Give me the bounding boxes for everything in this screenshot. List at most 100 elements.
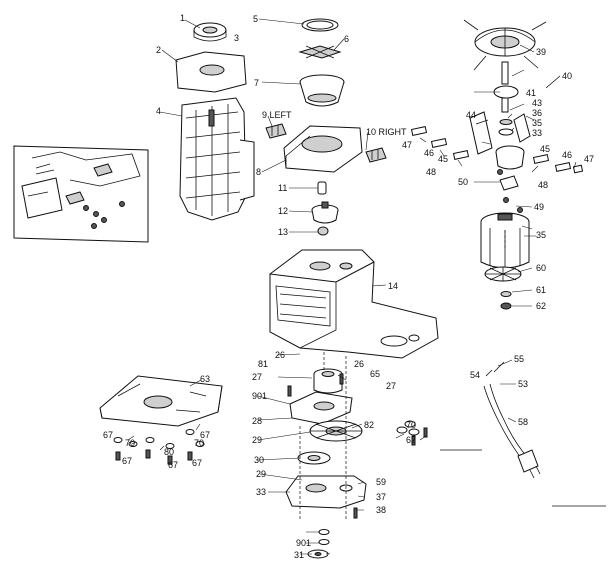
callout-60: 63 bbox=[200, 374, 210, 384]
callout-26a: 26 bbox=[275, 350, 285, 360]
callout-27a: 27 bbox=[252, 372, 262, 382]
callout-labels: 1 2 3 4 5 6 7 9 LEFT 10 RIGHT 8 11 12 13… bbox=[103, 13, 594, 560]
callout-54: 55 bbox=[514, 354, 524, 364]
callout-70: 81 bbox=[258, 359, 268, 369]
callout-64b: 70 bbox=[194, 438, 204, 448]
detail-inset bbox=[13, 145, 149, 243]
callout-63c: 67 bbox=[122, 456, 132, 466]
fan-hub bbox=[463, 19, 547, 71]
rotor-shaft bbox=[493, 61, 519, 113]
callout-14: 14 bbox=[388, 281, 398, 291]
motor-base-housing bbox=[269, 249, 439, 359]
callout-46b: 46 bbox=[562, 150, 572, 160]
callout-39a: 39 bbox=[536, 47, 546, 57]
callout-63a: 67 bbox=[103, 430, 113, 440]
callout-64c: 70 bbox=[406, 420, 416, 430]
nut bbox=[317, 226, 329, 236]
right-bracket bbox=[365, 147, 387, 163]
callout-45b: 45 bbox=[540, 144, 550, 154]
small-screws bbox=[497, 169, 523, 213]
brush-left-3 bbox=[452, 150, 470, 160]
callout-44: 44 bbox=[466, 110, 476, 120]
callout-37: 37 bbox=[376, 492, 386, 502]
callout-64a: 70 bbox=[125, 438, 135, 448]
coupler bbox=[311, 201, 339, 224]
callout-5: 5 bbox=[253, 14, 258, 24]
callout-40: 40 bbox=[562, 71, 572, 81]
callout-33: 33 bbox=[256, 487, 266, 497]
callout-80: 901 bbox=[296, 538, 311, 548]
brush-holder bbox=[495, 113, 531, 170]
callout-67: 80 bbox=[164, 447, 174, 457]
callout-35a: 35 bbox=[532, 118, 542, 128]
jar-lid bbox=[175, 51, 247, 93]
callout-55: 59 bbox=[376, 477, 386, 487]
base-plate bbox=[99, 375, 223, 427]
callout-52: 53 bbox=[518, 379, 528, 389]
callout-6: 6 bbox=[344, 34, 349, 44]
callout-43: 43 bbox=[532, 98, 542, 108]
brush-right-3 bbox=[572, 164, 584, 174]
jar-base-collar bbox=[283, 125, 363, 173]
cutting-blade bbox=[298, 45, 342, 59]
callout-48b: 48 bbox=[538, 180, 548, 190]
callout-7: 7 bbox=[254, 78, 259, 88]
callout-72: 82 bbox=[364, 420, 374, 430]
callout-29a: 29 bbox=[252, 435, 262, 445]
callout-81: 901 bbox=[252, 391, 267, 401]
brush-right-1 bbox=[532, 154, 550, 164]
callout-30: 30 bbox=[254, 455, 264, 465]
callout-45a: 45 bbox=[438, 154, 448, 164]
gasket-ring bbox=[301, 18, 339, 32]
callout-57: 60 bbox=[536, 263, 546, 273]
brush-left-1 bbox=[410, 126, 428, 136]
callout-46a: 46 bbox=[424, 148, 434, 158]
blade-container bbox=[299, 74, 345, 107]
base-plate-feet bbox=[113, 429, 205, 465]
callout-3: 3 bbox=[234, 33, 239, 43]
power-cord bbox=[483, 361, 541, 479]
callout-49: 49 bbox=[534, 202, 544, 212]
callout-29b: 29 bbox=[256, 469, 266, 479]
callout-63b: 67 bbox=[200, 430, 210, 440]
callout-61: 65 bbox=[370, 369, 380, 379]
fan-washer bbox=[500, 291, 512, 297]
stand-off-screws bbox=[287, 373, 358, 519]
callout-12: 12 bbox=[278, 206, 288, 216]
callout-58: 61 bbox=[536, 285, 546, 295]
cooling-fan bbox=[484, 266, 522, 282]
callout-26b: 26 bbox=[354, 359, 364, 369]
callout-63e: 67 bbox=[192, 458, 202, 468]
blender-jar bbox=[179, 97, 255, 221]
left-bracket bbox=[265, 123, 287, 139]
callout-47b: 47 bbox=[584, 154, 594, 164]
bushing bbox=[317, 181, 327, 195]
callout-31: 31 bbox=[294, 550, 304, 560]
callout-27b: 27 bbox=[386, 381, 396, 391]
callout-8: 8 bbox=[256, 167, 261, 177]
brush-assembly-left bbox=[469, 111, 493, 155]
callout-38: 38 bbox=[376, 505, 386, 515]
callout-47a: 47 bbox=[402, 140, 412, 150]
brush-left-2 bbox=[430, 138, 448, 148]
jar-lid-cap bbox=[193, 22, 227, 42]
callout-41: 41 bbox=[526, 88, 536, 98]
callout-34: 33 bbox=[532, 128, 542, 138]
bearing-plate bbox=[285, 475, 367, 509]
callout-63f: 67 bbox=[406, 435, 416, 445]
callout-50: 50 bbox=[458, 177, 468, 187]
callout-13: 13 bbox=[278, 227, 288, 237]
callout-1: 1 bbox=[180, 13, 185, 23]
mounting-bracket bbox=[289, 391, 353, 425]
fan-nut bbox=[500, 302, 512, 310]
callout-28: 28 bbox=[252, 416, 262, 426]
assembly-guide-lines bbox=[299, 230, 506, 520]
callout-35b: 35 bbox=[536, 230, 546, 240]
brush-right-2 bbox=[554, 162, 572, 172]
leader-lines bbox=[127, 18, 577, 555]
callout-53: 54 bbox=[470, 370, 480, 380]
callout-59: 62 bbox=[536, 301, 546, 311]
callout-9-left: 9 LEFT bbox=[262, 110, 292, 120]
callout-2: 2 bbox=[156, 45, 161, 55]
